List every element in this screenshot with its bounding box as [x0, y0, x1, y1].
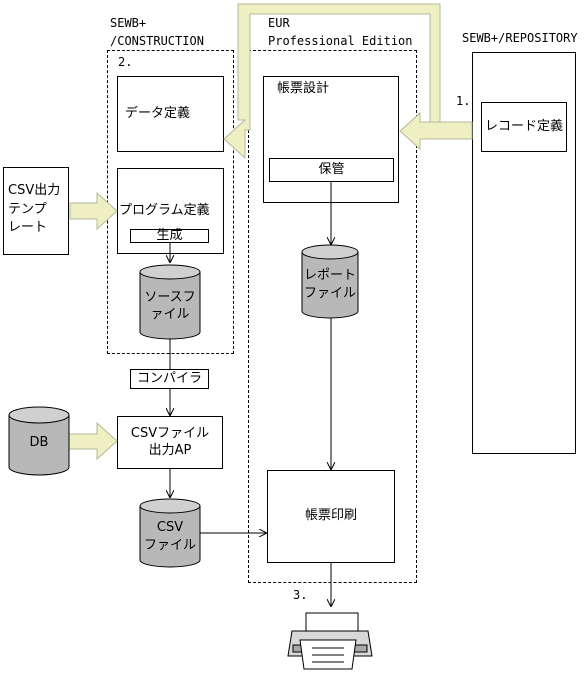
program-definition-label: プログラム定義 — [119, 203, 210, 218]
record-to-form-design-arrow — [399, 111, 473, 151]
repository-to-data-definition-arrow — [223, 3, 473, 160]
step-3-label: 3. — [293, 588, 308, 602]
csv-file-cylinder — [139, 498, 201, 568]
record-definition-box: レコード定義 — [481, 102, 567, 152]
record-definition-label: レコード定義 — [484, 119, 563, 134]
csv-template-box: CSV出力 テンプ レート — [3, 167, 69, 255]
csv-template-line-3: レート — [8, 220, 48, 235]
source-file-cylinder — [139, 264, 201, 340]
form-print-box: 帳票印刷 — [267, 470, 395, 563]
repository-step-label: 1. — [456, 94, 471, 108]
construction-label-2: /CONSTRUCTION — [110, 34, 204, 48]
form-print-label: 帳票印刷 — [304, 508, 357, 523]
source-file-label-1: ソースフ — [144, 290, 196, 305]
eur-label-2: Professional Edition — [268, 34, 413, 48]
generate-label: 生成 — [156, 228, 183, 243]
db-label: DB — [29, 435, 49, 450]
eur-label-1: EUR — [268, 16, 290, 30]
printer-icon — [287, 612, 373, 670]
csv-output-ap-line-2: 出力AP — [148, 443, 192, 458]
csv-template-line-2: テンプ — [8, 202, 47, 217]
csv-output-ap-box: CSVファイル 出力AP — [117, 416, 223, 469]
compiler-box: コンパイラ — [130, 369, 209, 389]
report-file-label-1: レポート — [303, 268, 356, 283]
csv-file-label-2: ファイル — [143, 538, 196, 553]
construction-step-label: 2. — [118, 55, 133, 69]
construction-label-1: SEWB+ — [110, 16, 147, 30]
form-design-label: 帳票設計 — [277, 81, 330, 96]
csv-template-line-1: CSV出力 — [8, 183, 61, 198]
report-file-cylinder — [301, 244, 359, 319]
csv-output-ap-line-1: CSVファイル — [130, 426, 210, 441]
repository-label: SEWB+/REPOSITORY — [462, 31, 578, 45]
save-label: 保管 — [318, 162, 345, 177]
csv-file-label-1: CSV — [156, 520, 184, 535]
source-file-label-2: ァイル — [150, 307, 190, 322]
report-file-label-2: ファイル — [303, 286, 356, 301]
data-definition-label: データ定義 — [125, 106, 191, 121]
data-definition-box: データ定義 — [117, 76, 224, 152]
eur-group-frame — [248, 50, 417, 583]
save-box: 保管 — [269, 158, 394, 182]
db-to-csv-output-arrow — [68, 421, 118, 461]
csv-template-to-program-arrow — [69, 191, 118, 231]
generate-box: 生成 — [130, 229, 209, 243]
compiler-label: コンパイラ — [136, 371, 202, 386]
db-cylinder — [8, 406, 70, 476]
